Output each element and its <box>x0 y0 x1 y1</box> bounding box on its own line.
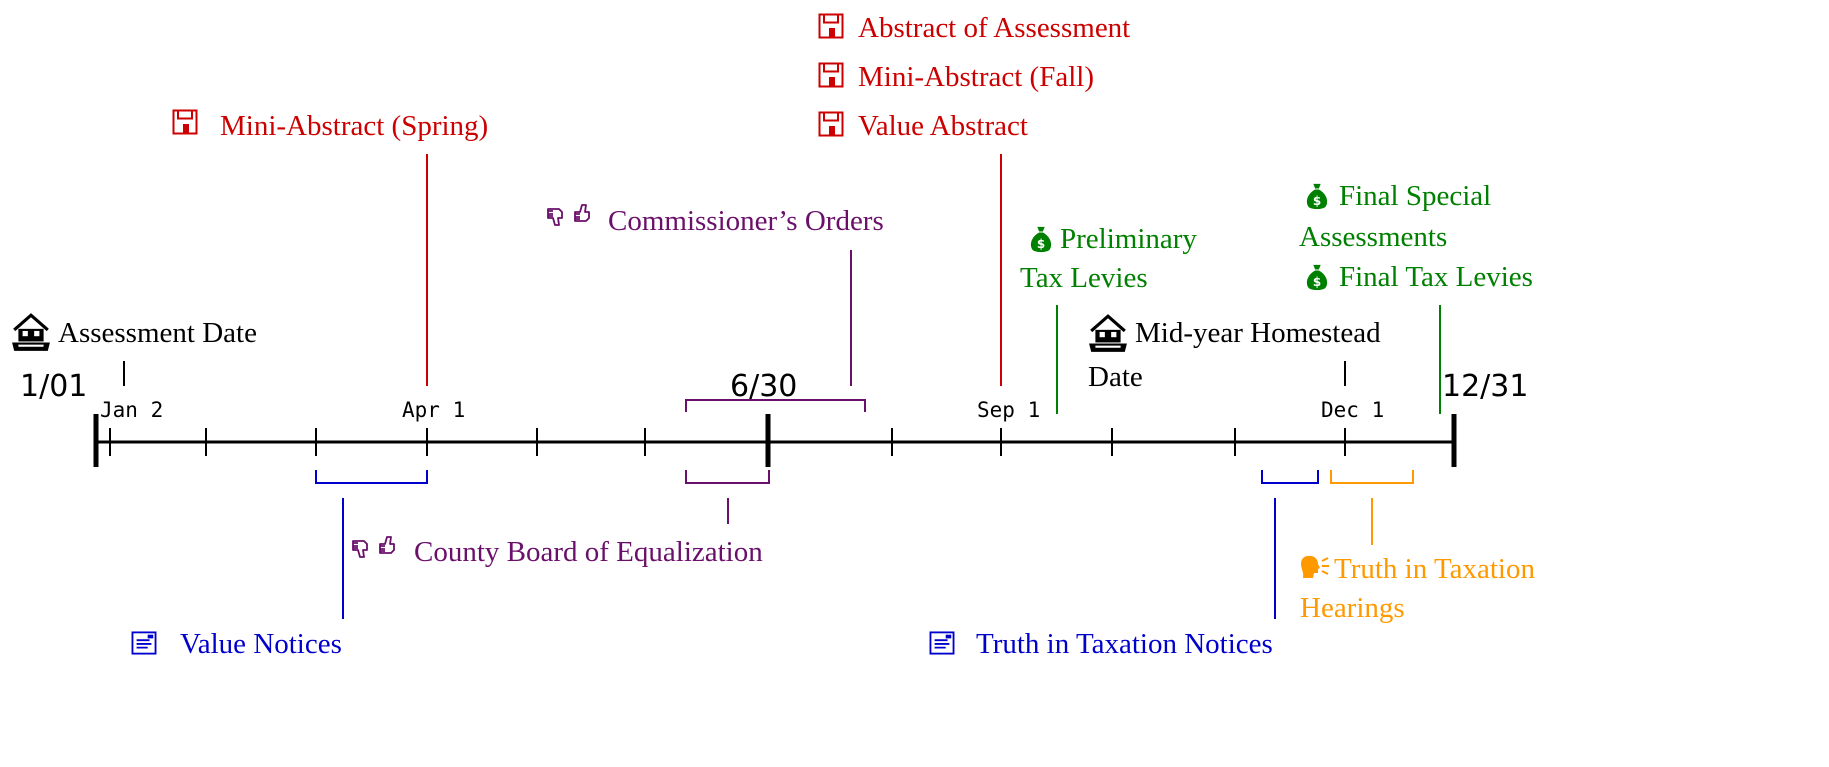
notice-document-icon <box>131 631 157 655</box>
event-truth-hearings: Truth in Taxation Hearings <box>1300 470 1535 624</box>
floppy-disk-icon <box>172 109 198 135</box>
truth-hearings-line2: Hearings <box>1300 592 1405 624</box>
house-icon <box>10 313 52 353</box>
event-assessment-date: Assessment Date <box>10 313 257 386</box>
value-notices-bracket <box>315 470 428 484</box>
final-special-line1: Final Special <box>1339 180 1491 212</box>
county-board-label: County Board of Equalization <box>414 536 763 568</box>
floppy-disk-icon <box>818 111 844 137</box>
month-ticks <box>109 428 1346 456</box>
tick-label-sep-1: Sep 1 <box>977 398 1040 422</box>
event-midyear-homestead: Mid-year Homestead Date <box>1087 314 1381 393</box>
money-bag-icon <box>1306 264 1328 291</box>
main-axis <box>93 414 1457 467</box>
event-preliminary-tax-levies: Preliminary Tax Levies <box>1020 223 1197 414</box>
final-special-line2: Assessments <box>1299 221 1447 253</box>
event-value-notices: Value Notices <box>131 470 428 660</box>
preliminary-tax-levies-line2: Tax Levies <box>1020 262 1148 294</box>
mini-abstract-spring-label: Mini-Abstract (Spring) <box>220 110 488 142</box>
money-bag-icon <box>1306 183 1328 210</box>
axis-mid-label: 6/30 <box>730 369 797 404</box>
county-board-bracket <box>685 470 770 484</box>
notice-document-icon <box>929 631 955 655</box>
truth-hearings-bracket <box>1330 470 1414 484</box>
axis-end-label: 12/31 <box>1442 369 1528 404</box>
assessment-date-label: Assessment Date <box>58 317 257 349</box>
floppy-disk-icon <box>818 62 844 88</box>
thumbs-down-up-icon <box>547 204 590 226</box>
truth-hearings-line1: Truth in Taxation <box>1334 553 1535 585</box>
event-final-levies: Final Special Assessments Final Tax Levi… <box>1299 180 1533 414</box>
event-mini-abstract-spring: Mini-Abstract (Spring) <box>172 109 488 386</box>
midyear-homestead-line1: Mid-year Homestead <box>1135 317 1381 349</box>
event-truth-notices: Truth in Taxation Notices <box>929 470 1319 660</box>
tick-label-jan-2: Jan 2 <box>100 398 163 422</box>
event-county-board: County Board of Equalization <box>352 470 770 568</box>
tick-label-apr-1: Apr 1 <box>402 398 465 422</box>
event-commissioners-orders: Commissioner’s Orders <box>547 204 884 412</box>
preliminary-tax-levies-line1: Preliminary <box>1060 223 1197 255</box>
tick-label-dec-1: Dec 1 <box>1321 398 1384 422</box>
floppy-disk-icon <box>818 13 844 39</box>
money-bag-icon <box>1030 226 1052 253</box>
value-notices-label: Value Notices <box>180 628 342 660</box>
midyear-homestead-line2: Date <box>1088 361 1143 393</box>
thumbs-down-up-icon <box>352 536 395 558</box>
truth-notices-bracket <box>1261 470 1319 484</box>
truth-notices-label: Truth in Taxation Notices <box>976 628 1273 660</box>
axis-start-label: 1/01 <box>20 369 87 404</box>
speaking-head-icon <box>1300 554 1330 579</box>
event-abstracts-fall: Abstract of Assessment Mini-Abstract (Fa… <box>818 12 1130 386</box>
abstract-of-assessment-label: Abstract of Assessment <box>858 12 1130 44</box>
mini-abstract-fall-label: Mini-Abstract (Fall) <box>858 61 1094 93</box>
commissioners-orders-bracket <box>685 399 866 412</box>
value-abstract-label: Value Abstract <box>858 110 1028 142</box>
commissioners-orders-label: Commissioner’s Orders <box>608 205 884 237</box>
final-tax-levies-label: Final Tax Levies <box>1339 261 1533 293</box>
house-icon <box>1087 314 1129 354</box>
